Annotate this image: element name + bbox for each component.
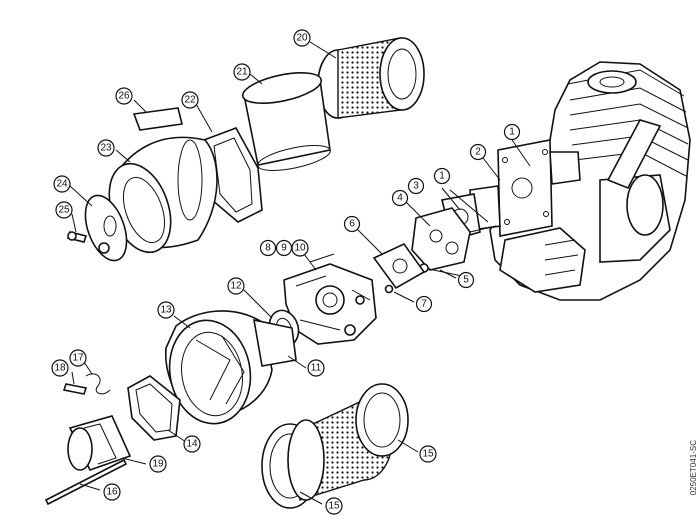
callout-7: 7	[415, 295, 433, 313]
svg-text:11: 11	[311, 363, 322, 374]
nut-7	[384, 284, 394, 294]
callout-24: 24	[53, 175, 71, 193]
svg-text:15: 15	[422, 449, 434, 460]
callout-25: 25	[55, 201, 73, 219]
label-plate	[132, 107, 183, 131]
callout-15b: 15	[325, 497, 343, 515]
callout-6: 6	[343, 215, 361, 233]
callout-18: 18	[51, 359, 69, 377]
filter-sleeve	[241, 72, 331, 171]
svg-text:18: 18	[54, 363, 66, 374]
svg-text:25: 25	[58, 205, 70, 216]
callout-12: 12	[227, 277, 245, 295]
callout-2: 2	[469, 143, 487, 161]
leader-lines	[69, 41, 531, 505]
screw-18	[62, 383, 88, 395]
callout-13: 13	[157, 301, 175, 319]
callout-8: 8	[259, 239, 277, 257]
callout-14: 14	[183, 435, 201, 453]
svg-text:7: 7	[421, 299, 427, 310]
svg-text:19: 19	[152, 459, 164, 470]
svg-text:13: 13	[160, 305, 172, 316]
svg-text:4: 4	[397, 193, 403, 204]
svg-text:10: 10	[294, 243, 306, 254]
callout-15a: 15	[419, 445, 437, 463]
svg-text:15: 15	[328, 501, 340, 512]
gasket-14	[127, 375, 181, 441]
callout-3: 3	[407, 177, 425, 195]
cover-disc	[84, 194, 128, 262]
callout-19: 19	[149, 455, 167, 473]
svg-text:6: 6	[349, 219, 355, 230]
svg-text:23: 23	[100, 143, 112, 154]
air-filter-top	[317, 37, 425, 119]
svg-text:21: 21	[236, 67, 248, 78]
svg-text:12: 12	[230, 281, 242, 292]
callout-17: 17	[69, 349, 87, 367]
callout-5: 5	[457, 271, 475, 289]
svg-text:2: 2	[475, 147, 481, 158]
callout-21: 21	[233, 63, 251, 81]
callout-10: 10	[291, 239, 309, 257]
carburetor	[283, 253, 377, 345]
svg-text:24: 24	[56, 179, 68, 190]
callout-4: 4	[391, 189, 409, 207]
callout-22: 22	[181, 91, 199, 109]
filter-housing	[164, 310, 297, 425]
callout-16: 16	[103, 483, 121, 501]
callout-20: 20	[293, 29, 311, 47]
svg-text:1: 1	[439, 171, 445, 182]
clip-17	[85, 373, 111, 395]
svg-text:1: 1	[509, 127, 515, 138]
callout-1b: 1	[433, 167, 451, 185]
air-filter-bottom	[261, 383, 409, 509]
callout-11: 11	[307, 359, 325, 377]
svg-text:17: 17	[72, 353, 84, 364]
callout-9: 9	[275, 239, 293, 257]
intake-block	[411, 207, 497, 271]
callout-23: 23	[97, 139, 115, 157]
pre-filter	[67, 415, 132, 471]
svg-text:5: 5	[463, 275, 469, 286]
screw-25	[66, 231, 88, 243]
threaded-rod	[44, 458, 128, 506]
svg-text:26: 26	[118, 91, 130, 102]
callout-1a: 1	[503, 123, 521, 141]
svg-text:8: 8	[265, 243, 271, 254]
svg-text:16: 16	[106, 487, 118, 498]
svg-text:22: 22	[184, 95, 196, 106]
engine-block	[489, 61, 691, 301]
callout-26: 26	[115, 87, 133, 105]
gasket-6	[372, 242, 426, 290]
svg-text:3: 3	[413, 181, 419, 192]
svg-text:9: 9	[281, 243, 287, 254]
svg-text:14: 14	[186, 439, 198, 450]
svg-text:20: 20	[296, 33, 308, 44]
catalog-code: 0250ET041-SC	[689, 440, 698, 496]
